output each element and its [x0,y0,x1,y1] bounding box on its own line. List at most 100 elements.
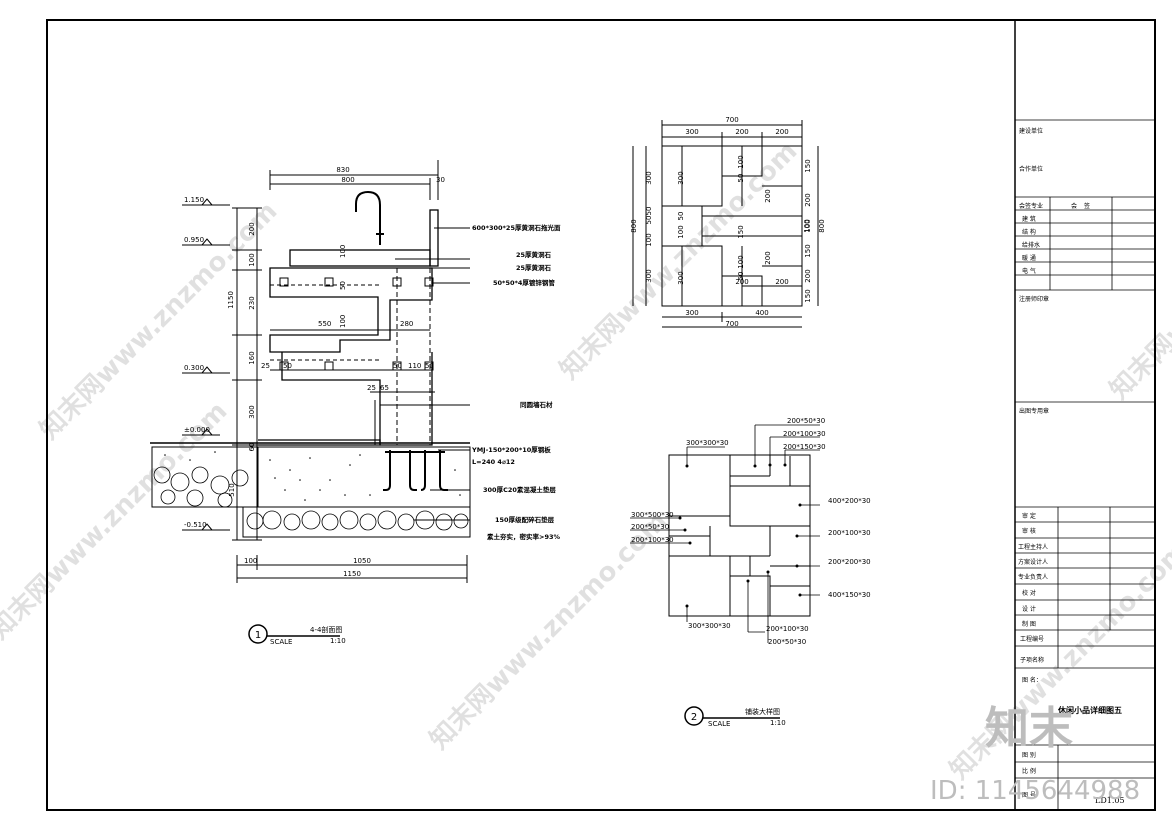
dim-v-100: 100 [248,253,256,266]
pave-label-6: 200*100*30 [828,529,871,537]
plan-top-300: 300 [685,128,698,136]
pave-label-12: 300*300*30 [688,622,731,630]
pave-label-14: 200*50*30 [768,638,806,646]
section-title-block: 1 4-4剖面图 SCALE 1:10 [248,624,346,646]
pave-label-5: 400*200*30 [828,497,871,505]
pave-label-11: 200*100*30 [631,536,674,544]
dim-inner-100b: 100 [339,315,347,328]
note-7: L=240 4⌀12 [472,458,515,466]
dim-inner-50d: 50 [339,281,347,290]
dim-inner-100: 100 [339,245,347,258]
plan-left-total: 800 [630,219,638,232]
plan-drawing [632,120,819,328]
plan-in-100a: 100 [737,155,745,168]
tb-client: 建设单位 [1019,128,1044,135]
level-0-000: ±0.000 [184,426,210,434]
dim-bottom-1050: 1050 [353,557,371,565]
level-0-950: 0.950 [184,236,204,244]
plan-right-100: 100 [804,219,812,232]
level-neg-0-510: -0.510 [184,521,207,529]
paving-drawing [668,454,811,617]
tb-bottom-3: 图 号 [1022,792,1036,799]
paving-scale: 1:10 [770,719,786,727]
dim-v-60: 60 [248,443,256,452]
dim-bottom-100: 100 [244,557,257,565]
dim-inner-550: 550 [318,320,331,328]
plan-left-100: 100 [645,233,653,246]
note-8: 300厚C20素混凝土垫层 [483,485,556,494]
plan-in-150: 150 [737,225,745,238]
tb-role-5: 专业负责人 [1018,574,1049,581]
tb-disc-header-2: 会 [1071,203,1078,210]
section-scale: 1:10 [330,637,346,645]
tb-disc-3: 给排水 [1022,242,1041,249]
plan-in-200c: 200 [735,278,748,286]
pave-label-13: 200*100*30 [766,625,809,633]
plan-left-300a: 300 [645,171,653,184]
plan-top-total: 700 [725,116,738,124]
gravel-hatch [153,466,469,531]
sheet-border [46,19,1156,811]
plan-left-300b: 300 [645,269,653,282]
tb-role-7: 设 计 [1022,606,1036,613]
paving-number: 2 [691,712,697,723]
dim-v-160: 160 [248,351,256,364]
tb-bottom-2: 比 例 [1022,768,1036,775]
dim-top-total: 830 [336,166,349,174]
tb-disc-header-3: 签 [1084,203,1091,210]
tb-partner: 合作单位 [1019,166,1044,173]
pave-label-9: 300*500*30 [631,511,674,519]
tb-disc-header: 会签专业 [1019,203,1044,210]
pave-label-10: 200*50*30 [631,523,669,531]
pave-label-2: 200*100*30 [783,430,826,438]
dim-inner-110: 110 [408,362,421,370]
plan-top-200b: 200 [775,128,788,136]
brand-logo: 知末 [985,703,1073,754]
plan-in-200d: 200 [775,278,788,286]
note-6: YMJ-150*200*10厚钢板 [471,445,551,454]
tb-disc-5: 电 气 [1022,268,1036,275]
dim-top-wall: 30 [436,176,445,184]
dim-v-510: 510 [228,483,236,496]
title-block-grid [1015,119,1155,810]
note-9: 150厚级配碎石垫层 [495,515,555,524]
plan-right-total: 800 [818,219,826,232]
plan-in-300b: 300 [677,271,685,284]
dim-v-300: 300 [248,405,256,418]
plan-right-150b: 150 [804,244,812,257]
dim-inner-25b: 25 [367,384,376,392]
brand-id: ID: 1145644988 [930,776,1141,806]
plan-right-200b: 200 [804,269,812,282]
dim-inner-50b: 50 [393,362,402,370]
tb-role-9: 工程编号 [1020,636,1045,643]
paving-title: 铺装大样图 [745,707,780,716]
plan-in-50a: 50 [737,174,745,183]
dim-inner-50a: 50 [283,362,292,370]
level-0-300: 0.300 [184,364,204,372]
tb-stamp-1: 注册师印章 [1019,296,1050,303]
plan-in-100b: 100 [677,225,685,238]
dim-inner-280: 280 [400,320,413,328]
paving-dots [678,463,802,608]
tb-role-3: 工程主持人 [1018,544,1049,551]
tb-role-10: 子项名称 [1020,657,1045,664]
tb-role-2: 审 核 [1022,528,1036,535]
plan-right-200a: 200 [804,193,812,206]
plan-left-50a: 50 [645,216,653,225]
plan-right-150c: 150 [804,289,812,302]
section-title: 4-4剖面图 [310,625,342,634]
level-1-150: 1.150 [184,196,204,204]
pave-label-7: 200*200*30 [828,558,871,566]
dim-top-width: 800 [341,176,354,184]
dim-v-200: 200 [248,222,256,235]
note-1: 600*300*25厚黄洞石拖光面 [472,223,561,232]
dim-inner-50c: 50 [425,362,434,370]
plan-right-150a: 150 [804,159,812,172]
tb-bottom-1: 图 别 [1022,752,1036,759]
plan-in-100d: 100 [803,219,811,232]
plan-bottom-300: 300 [685,309,698,317]
tb-disc-4: 暖 通 [1022,255,1036,262]
paving-title-block: 2 铺装大样图 SCALE 1:10 [684,706,786,728]
